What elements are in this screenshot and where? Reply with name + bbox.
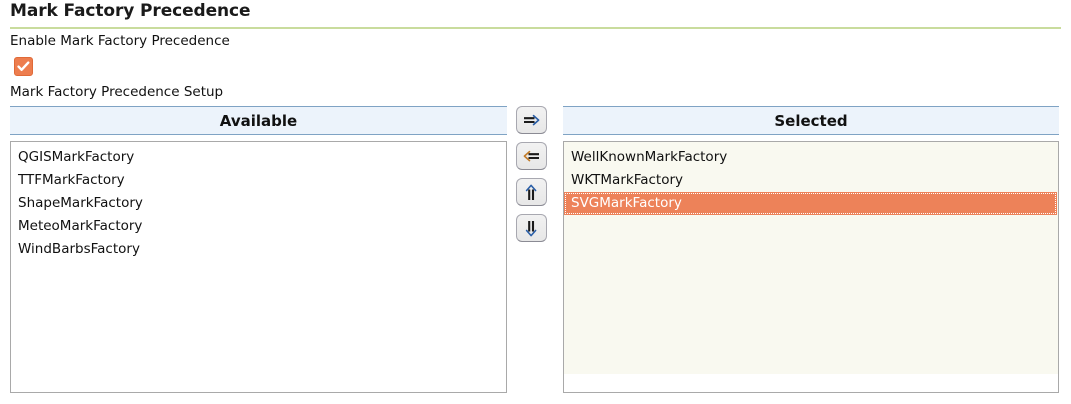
check-icon — [17, 61, 30, 71]
list-item[interactable]: MeteoMarkFactory — [18, 218, 143, 234]
move-up-button[interactable] — [516, 178, 547, 206]
selected-list-background — [564, 142, 1058, 374]
arrow-right-icon — [524, 114, 540, 125]
add-button[interactable] — [516, 106, 547, 134]
setup-label: Mark Factory Precedence Setup — [10, 84, 224, 100]
list-item[interactable]: WindBarbsFactory — [18, 241, 140, 257]
move-down-button[interactable] — [516, 214, 547, 242]
list-item[interactable]: WellKnownMarkFactory — [571, 149, 728, 165]
arrow-left-icon — [523, 150, 539, 161]
available-listbox[interactable]: QGISMarkFactory TTFMarkFactory ShapeMark… — [10, 141, 507, 393]
enable-precedence-label: Enable Mark Factory Precedence — [10, 33, 230, 49]
available-header: Available — [10, 106, 507, 135]
available-column: Available QGISMarkFactory TTFMarkFactory… — [10, 106, 507, 393]
page-title: Mark Factory Precedence — [10, 1, 251, 21]
remove-button[interactable] — [516, 142, 547, 170]
list-item-selected[interactable]: SVGMarkFactory — [564, 192, 1057, 215]
arrow-down-icon — [525, 220, 537, 236]
list-item[interactable]: QGISMarkFactory — [18, 149, 135, 165]
list-item[interactable]: WKTMarkFactory — [571, 172, 684, 188]
selected-header: Selected — [563, 106, 1059, 135]
list-item[interactable]: ShapeMarkFactory — [18, 195, 143, 211]
title-divider — [10, 27, 1061, 29]
list-item[interactable]: TTFMarkFactory — [18, 172, 125, 188]
arrow-up-icon — [525, 184, 537, 200]
selected-column: Selected WellKnownMarkFactory WKTMarkFac… — [563, 106, 1059, 393]
selected-listbox[interactable]: WellKnownMarkFactory WKTMarkFactory SVGM… — [563, 141, 1059, 393]
enable-precedence-checkbox[interactable] — [14, 57, 33, 76]
palette-button-column — [516, 106, 550, 250]
